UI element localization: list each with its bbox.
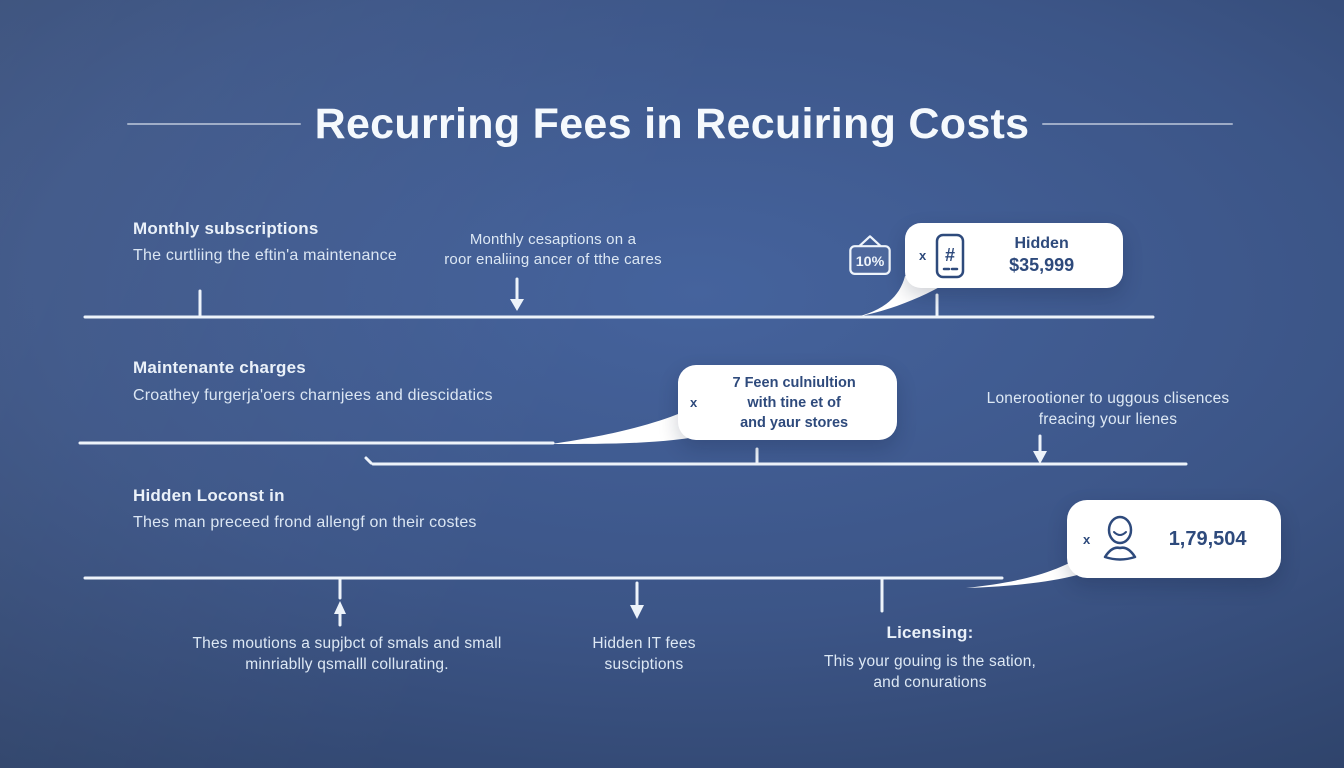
row2-subheading: Croathey furgerja'oers charnjees and die…	[133, 387, 493, 404]
callout1-label: Hidden	[1014, 235, 1069, 253]
footer-left-line2: minriablly qsmalll collurating.	[245, 656, 449, 673]
down-arrow-row2-head	[1033, 451, 1047, 464]
footer-left: Thes moutions a supjbct of smals and sma…	[177, 633, 517, 675]
multiplier-x: x	[690, 395, 698, 410]
row2-note-line1: Lonerootioner to uggous clisences	[986, 390, 1230, 407]
row1-note-line2: roor enaliing ancer of tthe cares	[444, 251, 662, 268]
footer-left-line1: Thes moutions a supjbct of smals and sma…	[192, 635, 502, 652]
callout2-line1: 7 Feen culniultion	[732, 374, 856, 391]
callout2-text: 7 Feen culniultion with tine et of and y…	[703, 373, 885, 433]
footer-middle: Hidden IT fees susciptions	[558, 633, 730, 675]
up-arrow-row3-head	[334, 601, 346, 614]
tick-row2-start	[364, 456, 373, 465]
row1-note-line1: Monthly cesaptions on a	[469, 231, 637, 248]
callout-licensing-cost: x 1,79,504	[1067, 500, 1281, 578]
multiplier-x: x	[1083, 531, 1091, 547]
callout-hidden-fee: x # Hidden $35,999	[905, 223, 1123, 288]
row1-subheading: The curtliing the eftin'a maintenance	[133, 247, 397, 264]
callout1-amount: $35,999	[1009, 255, 1075, 276]
footer-right-heading: Licensing:	[886, 623, 974, 642]
row3-heading: Hidden Loconst in	[133, 486, 285, 505]
footer-right-line1: This your gouing is the sation,	[823, 653, 1037, 670]
footer-middle-line1: Hidden IT fees	[592, 635, 696, 652]
footer-right-line2: and conurations	[873, 674, 987, 691]
row3-subheading: Thes man preceed frond allengf on their …	[133, 514, 477, 531]
person-icon	[1103, 515, 1137, 561]
row2-note: Lonerootioner to uggous clisences freaci…	[950, 388, 1266, 430]
callout1-text: Hidden $35,999	[974, 234, 1109, 277]
callout2-tail	[551, 397, 714, 444]
callout3-amount: 1,79,504	[1168, 527, 1247, 550]
price-tag-label: 10%	[856, 254, 885, 270]
multiplier-x: x	[919, 248, 927, 263]
row2-note-line2: freacing your lienes	[1038, 411, 1178, 428]
callout2-line3: and yaur stores	[740, 414, 849, 431]
down-arrow-row1-head	[510, 299, 524, 311]
footer-middle-line2: susciptions	[604, 656, 684, 673]
callout2-line2: with tine et of	[747, 394, 841, 411]
row1-note: Monthly cesaptions on a roor enaliing an…	[413, 230, 693, 270]
price-tag-icon: 10%	[849, 235, 891, 275]
row1-heading: Monthly subscriptions	[133, 219, 319, 238]
svg-text:#: #	[945, 245, 955, 265]
page-title: Recurring Fees in Recuiring Costs	[314, 100, 1030, 148]
callout-fee-cumulation: x 7 Feen culniultion with tine et of and…	[678, 365, 897, 440]
row2-heading: Maintenante charges	[133, 358, 306, 377]
footer-right: This your gouing is the sation, and conu…	[770, 651, 1090, 693]
phone-hash-icon: #	[935, 233, 965, 278]
down-arrow-row3-head	[630, 605, 644, 619]
